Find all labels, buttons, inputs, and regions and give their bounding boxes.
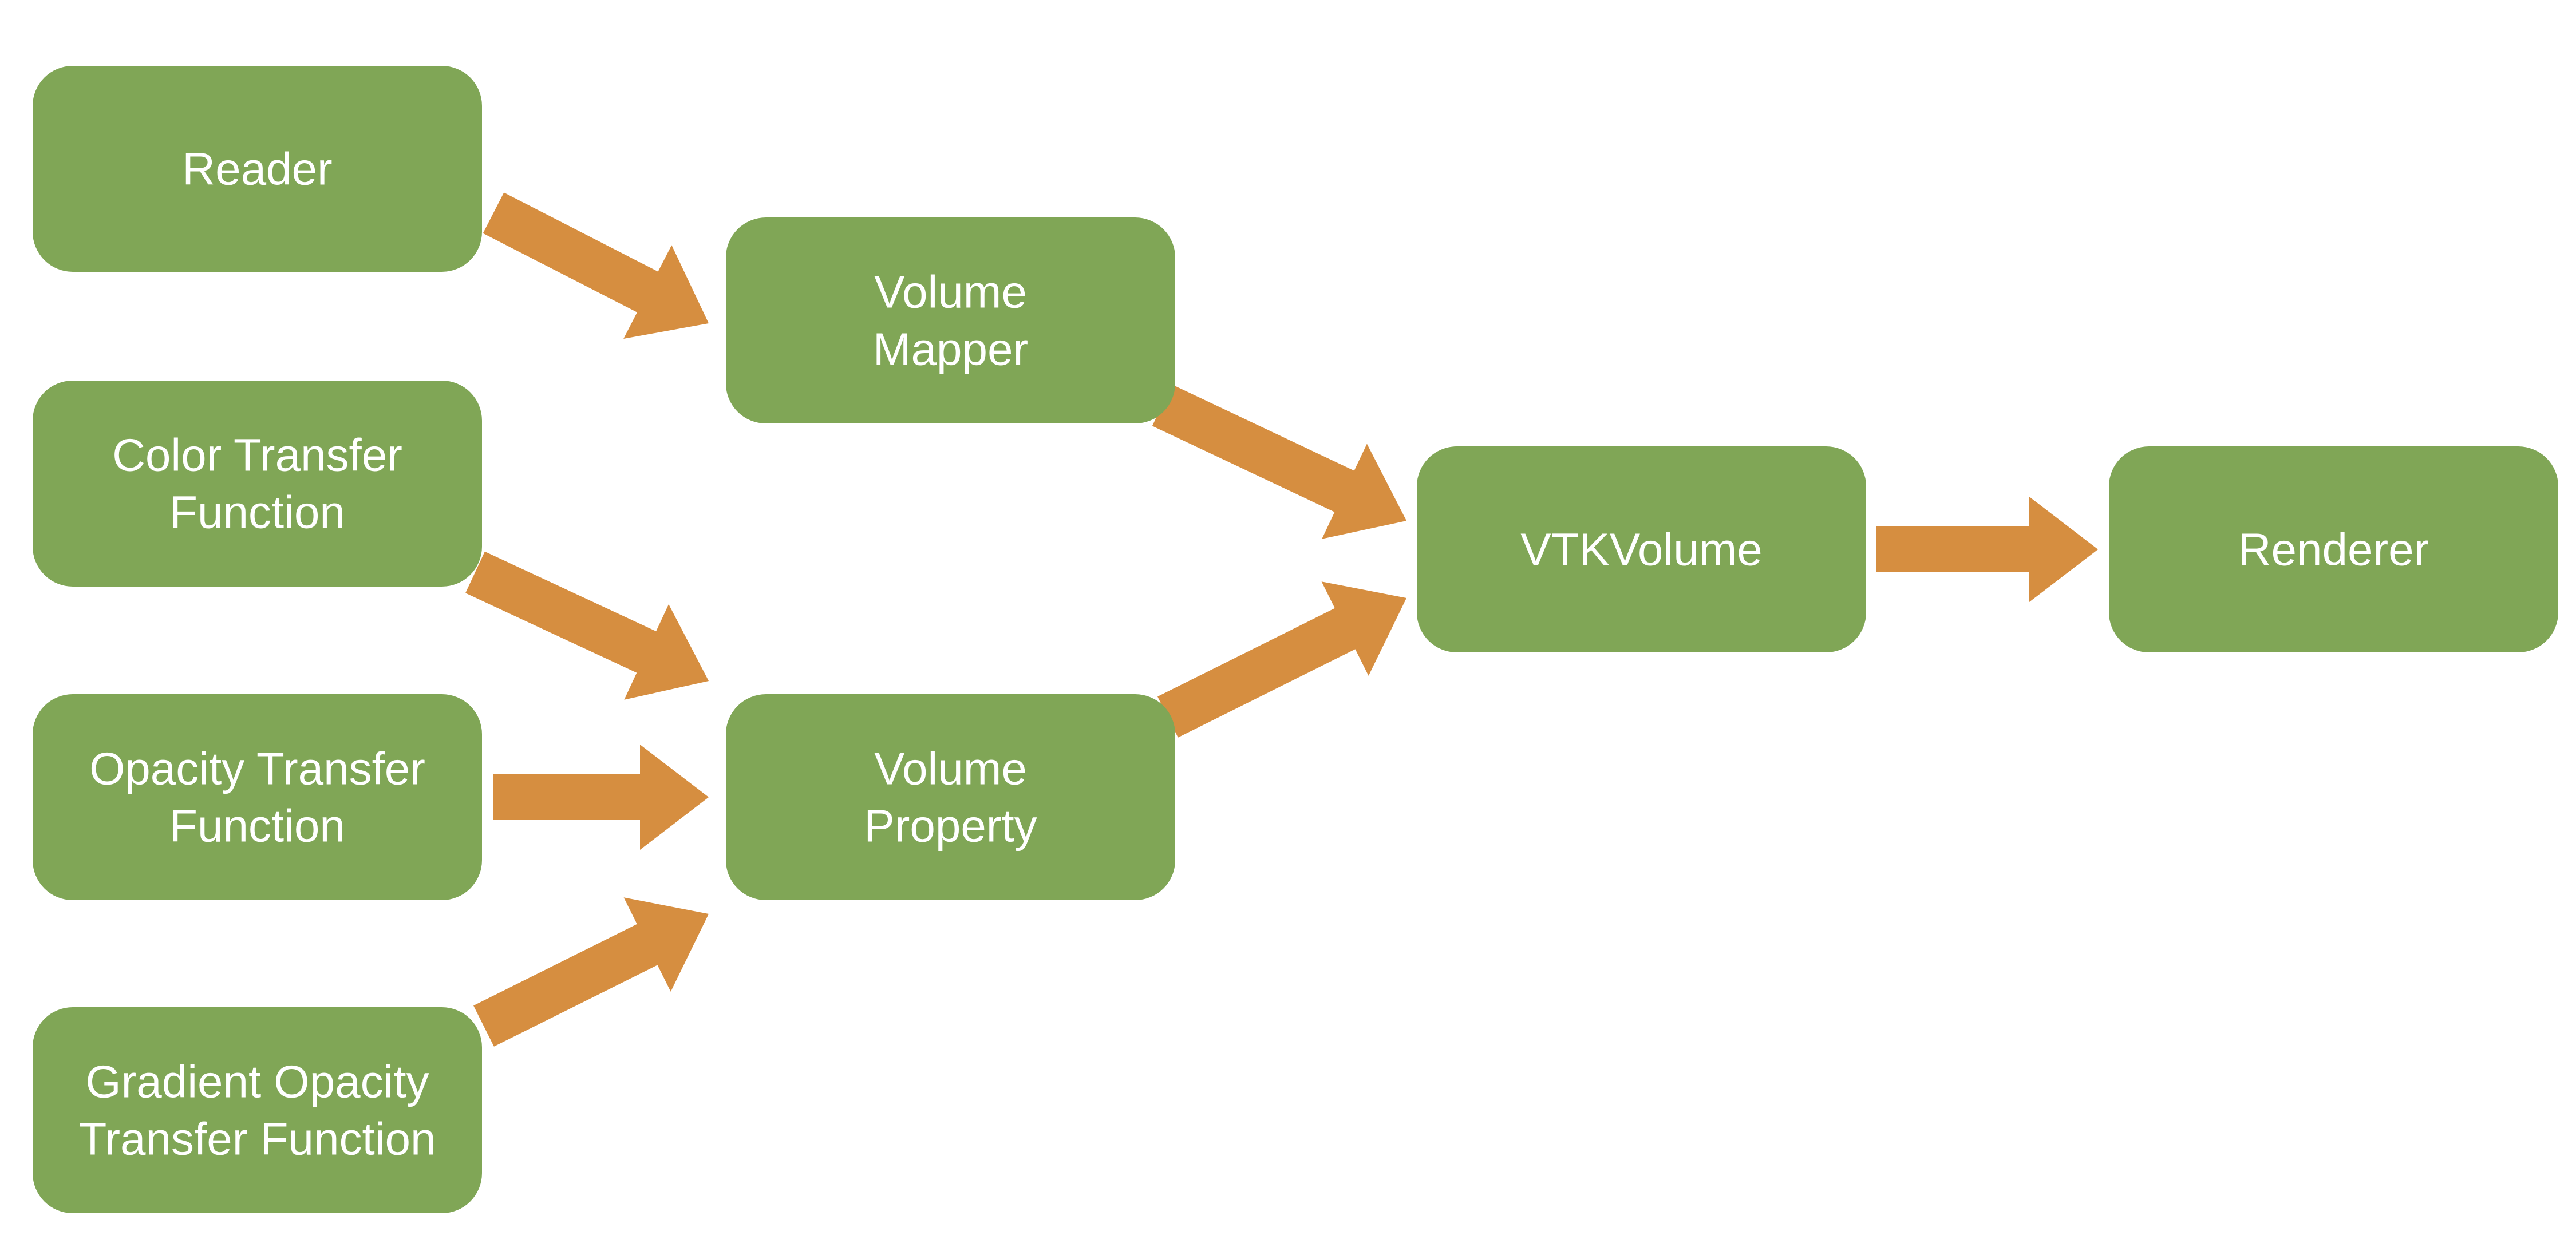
node-box <box>33 1007 482 1213</box>
node-box <box>1417 446 1866 652</box>
node-box <box>33 381 482 587</box>
node-label-line: Mapper <box>873 324 1028 375</box>
arrow-reader-to-volume-mapper <box>483 192 709 339</box>
node-label-line: VTKVolume <box>1520 524 1762 575</box>
node-label-line: Function <box>169 487 345 538</box>
node-label-line: Renderer <box>2238 524 2429 575</box>
node-label-line: Opacity Transfer <box>89 743 425 794</box>
node-reader: Reader <box>33 66 482 272</box>
node-box <box>33 66 482 272</box>
arrow-color-transfer-function-to-volume-property <box>465 551 709 700</box>
node-label-line: Property <box>864 801 1037 852</box>
arrow-opacity-transfer-function-to-volume-property <box>493 745 709 850</box>
node-vtkvolume: VTKVolume <box>1417 446 1866 652</box>
node-label-line: Function <box>169 801 345 852</box>
node-label-line: Gradient Opacity <box>85 1056 429 1107</box>
node-box <box>2109 446 2558 652</box>
node-label-line: Color Transfer <box>112 430 402 481</box>
node-label-line: Volume <box>874 267 1027 318</box>
node-label-line: Reader <box>182 144 332 195</box>
edges-layer <box>465 192 2098 1047</box>
arrow-gradient-opacity-transfer-function-to-volume-property <box>473 897 709 1047</box>
node-label-line: Volume <box>874 743 1027 794</box>
arrow-volume-mapper-to-vtkvolume <box>1152 384 1406 539</box>
node-box <box>33 694 482 900</box>
arrow-vtkvolume-to-renderer <box>1876 497 2098 602</box>
node-box <box>726 694 1175 900</box>
node-label-line: Transfer Function <box>79 1114 436 1165</box>
node-renderer: Renderer <box>2109 446 2558 652</box>
arrow-volume-property-to-vtkvolume <box>1157 581 1406 738</box>
node-box <box>726 217 1175 423</box>
